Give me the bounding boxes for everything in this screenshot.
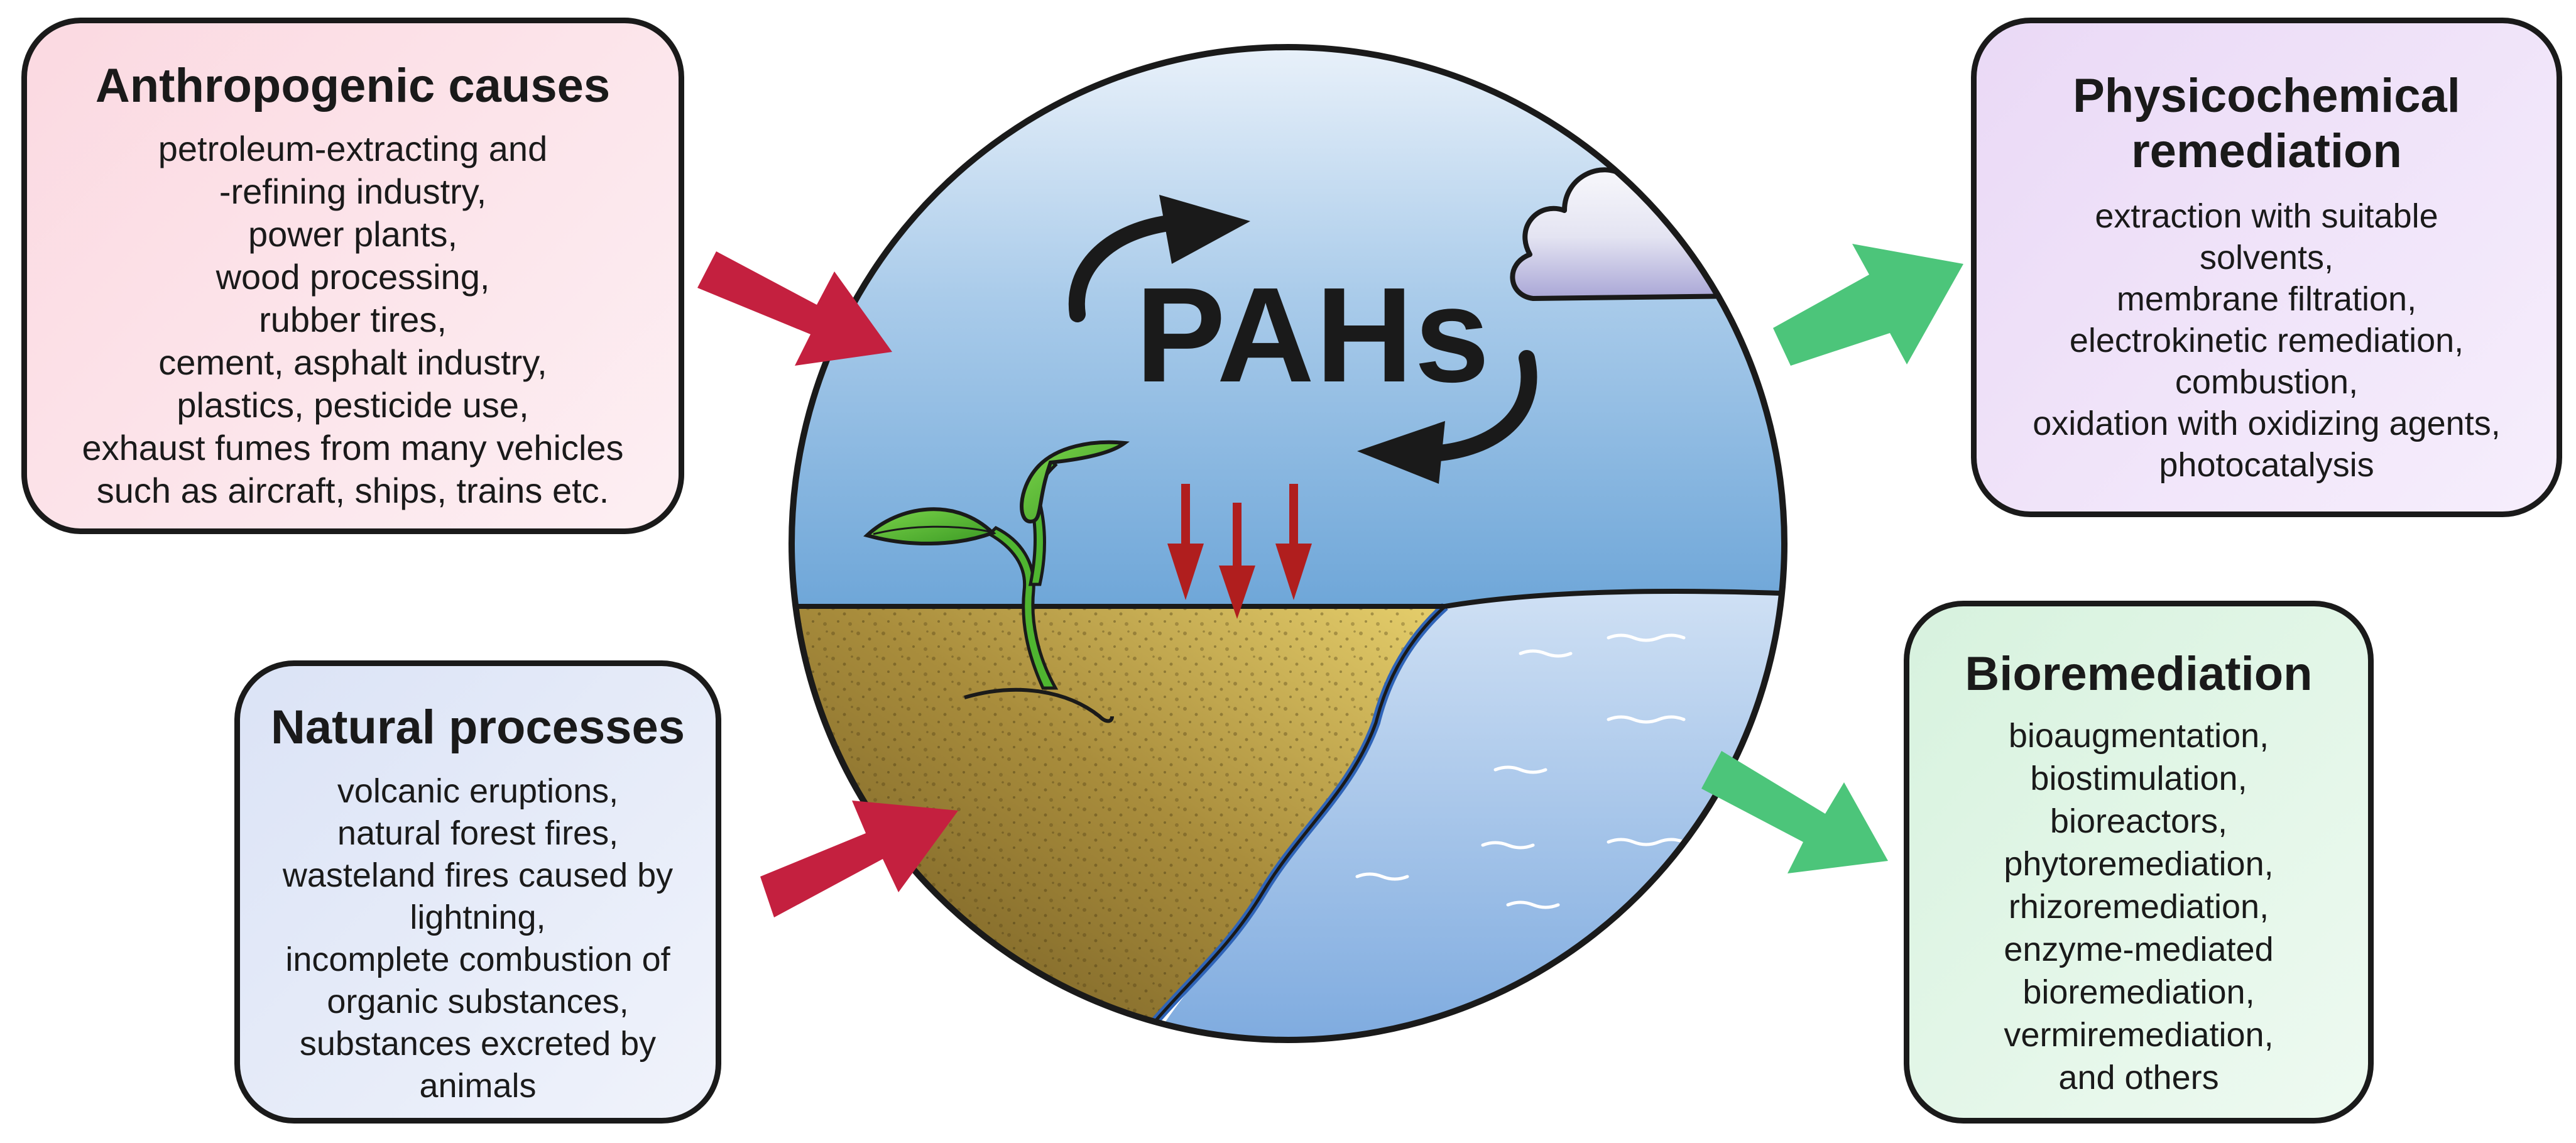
list-item: lightning, [410, 899, 546, 936]
environment-circle [789, 44, 1787, 1043]
list-item: power plants, [248, 214, 458, 254]
list-item: rubber tires, [259, 300, 447, 339]
anthropogenic-causes-title: Anthropogenic causes [95, 59, 611, 112]
list-item: enzyme-mediated [2004, 931, 2274, 968]
title-line: Physicochemical [2073, 69, 2460, 123]
list-item: petroleum-extracting and [158, 129, 548, 168]
output-arrow-icon [1701, 244, 1963, 873]
list-item: bioreactors, [2049, 802, 2228, 840]
bioremediation-list: bioaugmentation, biostimulation, bioreac… [1909, 714, 2368, 1099]
list-item: oxidation with oxidizing agents, [2033, 405, 2501, 442]
anthropogenic-causes-box: Anthropogenic causes petroleum-extractin… [21, 18, 684, 534]
list-item: biostimulation, [2030, 760, 2247, 797]
list-item: extraction with suitable [2095, 197, 2438, 235]
title-line: remediation [2131, 124, 2402, 178]
natural-processes-title: Natural processes [271, 701, 685, 754]
input-arrow-icon [697, 251, 958, 917]
bioremediation-title: Bioremediation [1965, 647, 2313, 701]
natural-processes-list: volcanic eruptions, natural forest fires… [240, 770, 716, 1107]
list-item: rhizoremediation, [2008, 888, 2269, 926]
list-item: wasteland fires caused by [282, 856, 674, 894]
list-item: exhaust fumes from many vehicles [82, 428, 624, 468]
list-item: and others [2058, 1059, 2219, 1097]
natural-processes-box: Natural processes volcanic eruptions, na… [234, 660, 721, 1124]
list-item: substances excreted by [299, 1025, 657, 1063]
anthropogenic-causes-list: petroleum-extracting and -refining indus… [27, 128, 679, 512]
list-item: photocatalysis [2159, 446, 2374, 484]
physicochemical-remediation-box: Physicochemical remediation extraction w… [1971, 18, 2562, 517]
list-item: bioremediation, [2022, 973, 2255, 1011]
list-item: wood processing, [216, 257, 490, 297]
physicochemical-remediation-title: Physicochemical remediation [1977, 68, 2557, 179]
deposition-arrow-icon [1167, 484, 1312, 619]
cycle-arrow-icon [1068, 195, 1537, 484]
bioremediation-box: Bioremediation bioaugmentation, biostimu… [1904, 601, 2374, 1124]
list-item: membrane filtration, [2116, 280, 2417, 318]
list-item: electrokinetic remediation, [2069, 322, 2464, 359]
list-item: cement, asphalt industry, [158, 342, 547, 382]
water-ripples [1355, 633, 1686, 909]
list-item: natural forest fires, [337, 814, 619, 852]
list-item: volcanic eruptions, [337, 772, 619, 810]
list-item: vermiremediation, [2004, 1016, 2274, 1054]
list-item: such as aircraft, ships, trains etc. [96, 471, 609, 510]
physicochemical-remediation-list: extraction with suitable solvents, membr… [1977, 195, 2557, 486]
list-item: animals [419, 1067, 537, 1105]
plant-icon [863, 440, 1130, 723]
list-item: incomplete combustion of [285, 941, 670, 978]
list-item: organic substances, [327, 983, 629, 1020]
pahs-label: PAHs [1135, 259, 1491, 410]
list-item: combustion, [2175, 363, 2359, 401]
list-item: bioaugmentation, [2008, 717, 2269, 755]
list-item: plastics, pesticide use, [177, 385, 529, 425]
list-item: -refining industry, [219, 172, 487, 211]
list-item: solvents, [2199, 239, 2334, 276]
list-item: phytoremediation, [2004, 845, 2274, 883]
